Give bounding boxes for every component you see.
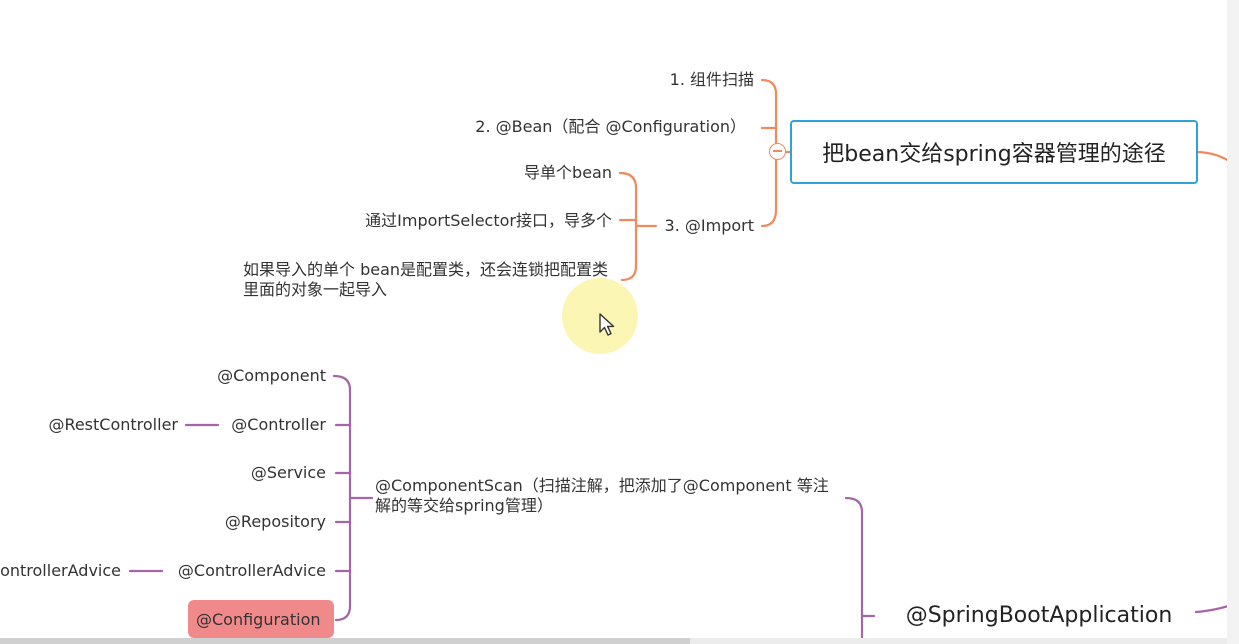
node-import-config-chain[interactable]: 如果导入的单个 bean是配置类，还会连锁把配置类里面的对象一起导入 (243, 260, 609, 299)
node-controlleradvice[interactable]: @ControllerAdvice (177, 561, 326, 580)
vertical-scrollbar[interactable] (1227, 0, 1239, 644)
node-service[interactable]: @Service (250, 463, 326, 482)
node-configuration-highlight[interactable] (188, 600, 334, 638)
node-controller[interactable]: @Controller (231, 415, 326, 434)
topic-springbootapplication-label: @SpringBootApplication (905, 602, 1173, 628)
topic-springbootapplication[interactable]: @SpringBootApplication (874, 596, 1204, 634)
node-import-selector[interactable]: 通过ImportSelector接口，导多个 (365, 211, 612, 230)
horizontal-scrollbar-thumb[interactable] (0, 638, 690, 644)
mouse-cursor-icon (599, 313, 615, 336)
topic-bean-registration-ways-label: 把bean交给spring容器管理的途径 (822, 142, 1166, 167)
node-restcontrolleradvice[interactable]: @RestControllerAdvice (0, 561, 121, 580)
node-restcontrolleradvice-clip: @RestControllerAdvice (0, 561, 121, 583)
node-componentscan[interactable]: @ComponentScan（扫描注解，把添加了@Component 等注解的等… (375, 476, 829, 515)
node-import[interactable]: 3. @Import (664, 216, 754, 235)
topic-bean-registration-ways[interactable]: 把bean交给spring容器管理的途径 (790, 120, 1198, 184)
bracket-import-children (618, 171, 638, 282)
node-bean-annotation[interactable]: 2. @Bean（配合 @Configuration） (475, 117, 746, 136)
collapse-toggle-icon[interactable] (769, 143, 786, 160)
node-repository[interactable]: @Repository (224, 512, 326, 531)
node-configuration[interactable]: @Configuration (196, 610, 321, 629)
node-component-scan[interactable]: 1. 组件扫描 (669, 70, 754, 89)
horizontal-scrollbar[interactable] (0, 638, 1227, 644)
node-component[interactable]: @Component (217, 366, 326, 385)
node-import-single[interactable]: 导单个bean (524, 163, 612, 182)
bracket-springboot (844, 496, 864, 644)
bracket-componentscan (332, 374, 352, 622)
node-restcontroller[interactable]: @RestController (48, 415, 178, 434)
